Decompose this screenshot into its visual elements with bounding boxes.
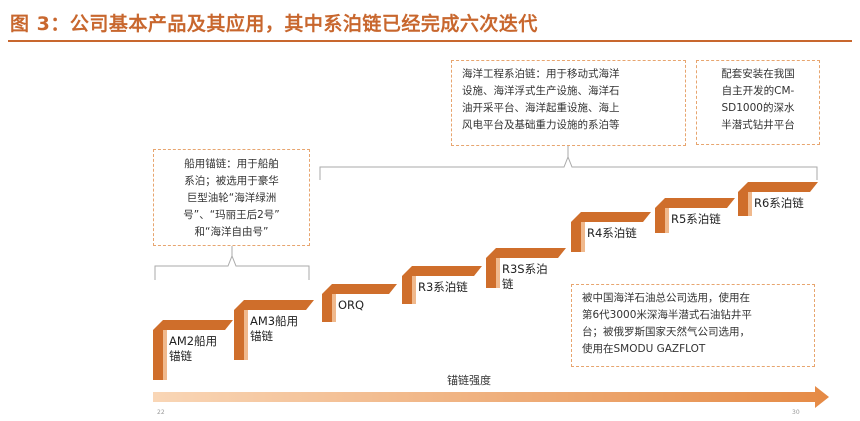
- stage-step-2: [234, 300, 314, 360]
- step-body: [748, 192, 810, 216]
- step-left-bar: [486, 258, 496, 288]
- step-top-band: [738, 182, 818, 192]
- annotation-line: 第6代3000米深海半潜式石油钻井平: [582, 309, 752, 321]
- stage-label-line: R6系泊链: [754, 196, 804, 210]
- stage-label-line: R5系泊链: [671, 212, 721, 226]
- step-top-band: [402, 266, 482, 276]
- stage-label-line: 链: [502, 277, 514, 291]
- step-left-bar: [571, 222, 581, 252]
- step-left-bar: [322, 294, 332, 322]
- step-left-bar: [402, 276, 412, 304]
- step-edge-stripe: [581, 222, 585, 252]
- step-edge-stripe: [163, 330, 167, 380]
- stage-label-1: AM2船用锚链: [169, 334, 217, 364]
- strength-axis-arrow: [153, 386, 829, 408]
- step-top-band: [655, 198, 735, 208]
- annotation-line: 风电平台及基础重力设施的系泊等: [462, 119, 620, 131]
- step-left-bar: [234, 310, 244, 360]
- step-top-band: [486, 248, 566, 258]
- step-left-bar: [153, 330, 163, 380]
- step-body: [332, 294, 389, 322]
- annotation-line: 配套安装在我国: [721, 68, 795, 80]
- step-edge-stripe: [665, 208, 669, 233]
- annotation-line: 使用在SMODU GAZFLOT: [582, 343, 706, 355]
- stage-step-1: [153, 320, 233, 380]
- step-edge-stripe: [332, 294, 336, 322]
- stage-step-5: [486, 248, 566, 288]
- step-body: [581, 222, 643, 252]
- stage-label-line: ORQ: [338, 298, 365, 312]
- stage-step-7: [655, 198, 735, 233]
- stage-label-5: R3S系泊链: [502, 262, 548, 292]
- step-edge-stripe: [748, 192, 752, 216]
- step-top-band: [571, 212, 651, 222]
- step-top-band: [153, 320, 233, 330]
- step-body: [496, 258, 558, 288]
- annotation-line: 油开采平台、海洋起重设施、海上: [462, 102, 620, 114]
- step-left-bar: [655, 208, 665, 233]
- offshore-chain-annotation: 海洋工程系泊链：用于移动式海洋 设施、海洋浮式生产设施、海洋石 油开采平台、海洋…: [451, 60, 686, 146]
- stage-label-line: R4系泊链: [587, 226, 637, 240]
- stage-label-line: AM2船用: [169, 334, 218, 348]
- stage-label-line: 锚链: [250, 329, 273, 343]
- annotation-line: 台；被俄罗斯国家天然气公司选用，: [582, 326, 750, 338]
- stage-label-8: R6系泊链: [754, 196, 804, 211]
- step-body: [412, 276, 474, 304]
- step-edge-stripe: [496, 258, 500, 288]
- stage-step-8: [738, 182, 818, 216]
- stage-label-2: AM3船用锚链: [250, 314, 298, 344]
- title-divider: [8, 40, 852, 42]
- stage-label-line: R3系泊链: [418, 280, 468, 294]
- step-body: [163, 330, 225, 380]
- stage-label-line: R3S系泊: [502, 262, 548, 276]
- stage-label-line: AM3船用: [250, 314, 299, 328]
- step-body: [244, 310, 306, 360]
- annotation-line: 设施、海洋浮式生产设施、海洋石: [462, 85, 620, 97]
- stage-label-3: ORQ: [338, 298, 364, 313]
- stage-step-4: [402, 266, 482, 304]
- marine-brace: [154, 254, 310, 280]
- annotation-line: SD1000的深水: [721, 102, 795, 114]
- figure-title: 图 3：公司基本产品及其应用，其中系泊链已经完成六次迭代: [10, 13, 538, 35]
- offshore-brace: [319, 155, 818, 180]
- step-body: [665, 208, 727, 233]
- step-top-band: [322, 284, 397, 294]
- stage-step-6: [571, 212, 651, 252]
- stage-step-3: [322, 284, 397, 322]
- annotation-line: 自主开发的CM-: [721, 85, 795, 97]
- stage-label-line: 锚链: [169, 349, 192, 363]
- stage-label-7: R5系泊链: [671, 212, 721, 227]
- marine-chain-annotation: 船用锚链：用于船舶 系泊；被选用于豪华 巨型油轮“海洋绿洲 号”、“玛丽王后2号…: [153, 149, 310, 246]
- r6-application-annotation: 配套安装在我国 自主开发的CM- SD1000的深水 半潜式钻井平台: [696, 60, 820, 145]
- step-edge-stripe: [244, 310, 248, 360]
- annotation-line: 和“海洋自由号”: [194, 226, 269, 238]
- stage-label-6: R4系泊链: [587, 226, 637, 241]
- stage-label-4: R3系泊链: [418, 280, 468, 295]
- annotation-line: 半潜式钻井平台: [721, 119, 795, 131]
- annotation-line: 号”、“玛丽王后2号”: [183, 209, 280, 221]
- annotation-line: 巨型油轮“海洋绿洲: [186, 192, 277, 204]
- step-top-band: [234, 300, 314, 310]
- annotation-line: 系泊；被选用于豪华: [184, 175, 279, 187]
- annotation-line: 被中国海洋石油总公司选用，使用在: [582, 292, 750, 304]
- step-edge-stripe: [412, 276, 416, 304]
- axis-label: 锚链强度: [447, 374, 491, 387]
- r5-application-annotation: 被中国海洋石油总公司选用，使用在 第6代3000米深海半潜式石油钻井平 台；被俄…: [571, 284, 815, 367]
- annotation-line: 海洋工程系泊链：用于移动式海洋: [462, 68, 620, 80]
- step-left-bar: [738, 192, 748, 216]
- axis-tick-right: 30: [792, 409, 800, 416]
- axis-tick-left: 22: [157, 409, 165, 416]
- annotation-line: 船用锚链：用于船舶: [184, 158, 279, 170]
